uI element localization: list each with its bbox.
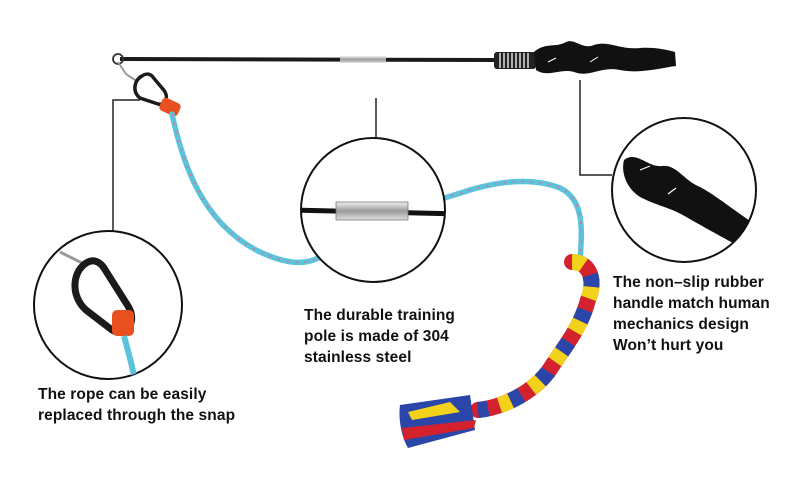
handle-caption: The non–slip rubber handle match human m… [613,272,770,356]
callout-carabiner [33,230,183,380]
pole-caption-line-3: stainless steel [304,349,412,366]
training-pole [112,41,676,74]
carabiner-icon [117,61,181,117]
pole-caption-line-1: The durable training [304,307,455,324]
rope-caption-line-2: replaced through the snap [38,407,236,424]
callout-steel-joint [300,137,446,283]
steel-joint [340,56,386,63]
handle-caption-line-3: mechanics design [613,316,749,333]
rope-stopper-icon [159,97,181,117]
pole-caption: The durable training pole is made of 304… [304,305,455,368]
grip-stripes [494,52,536,69]
rubber-handle-icon [534,41,676,74]
callout-handle [611,117,757,263]
leader-lines [112,80,612,232]
braided-toy-icon [399,254,600,448]
handle-caption-line-1: The non–slip rubber [613,274,764,291]
handle-caption-line-2: handle match human [613,295,770,312]
rope-caption: The rope can be easily replaced through … [38,384,235,426]
handle-caption-line-4: Won’t hurt you [613,337,724,354]
pole-caption-line-2: pole is made of 304 [304,328,449,345]
rope-caption-line-1: The rope can be easily [38,386,207,403]
